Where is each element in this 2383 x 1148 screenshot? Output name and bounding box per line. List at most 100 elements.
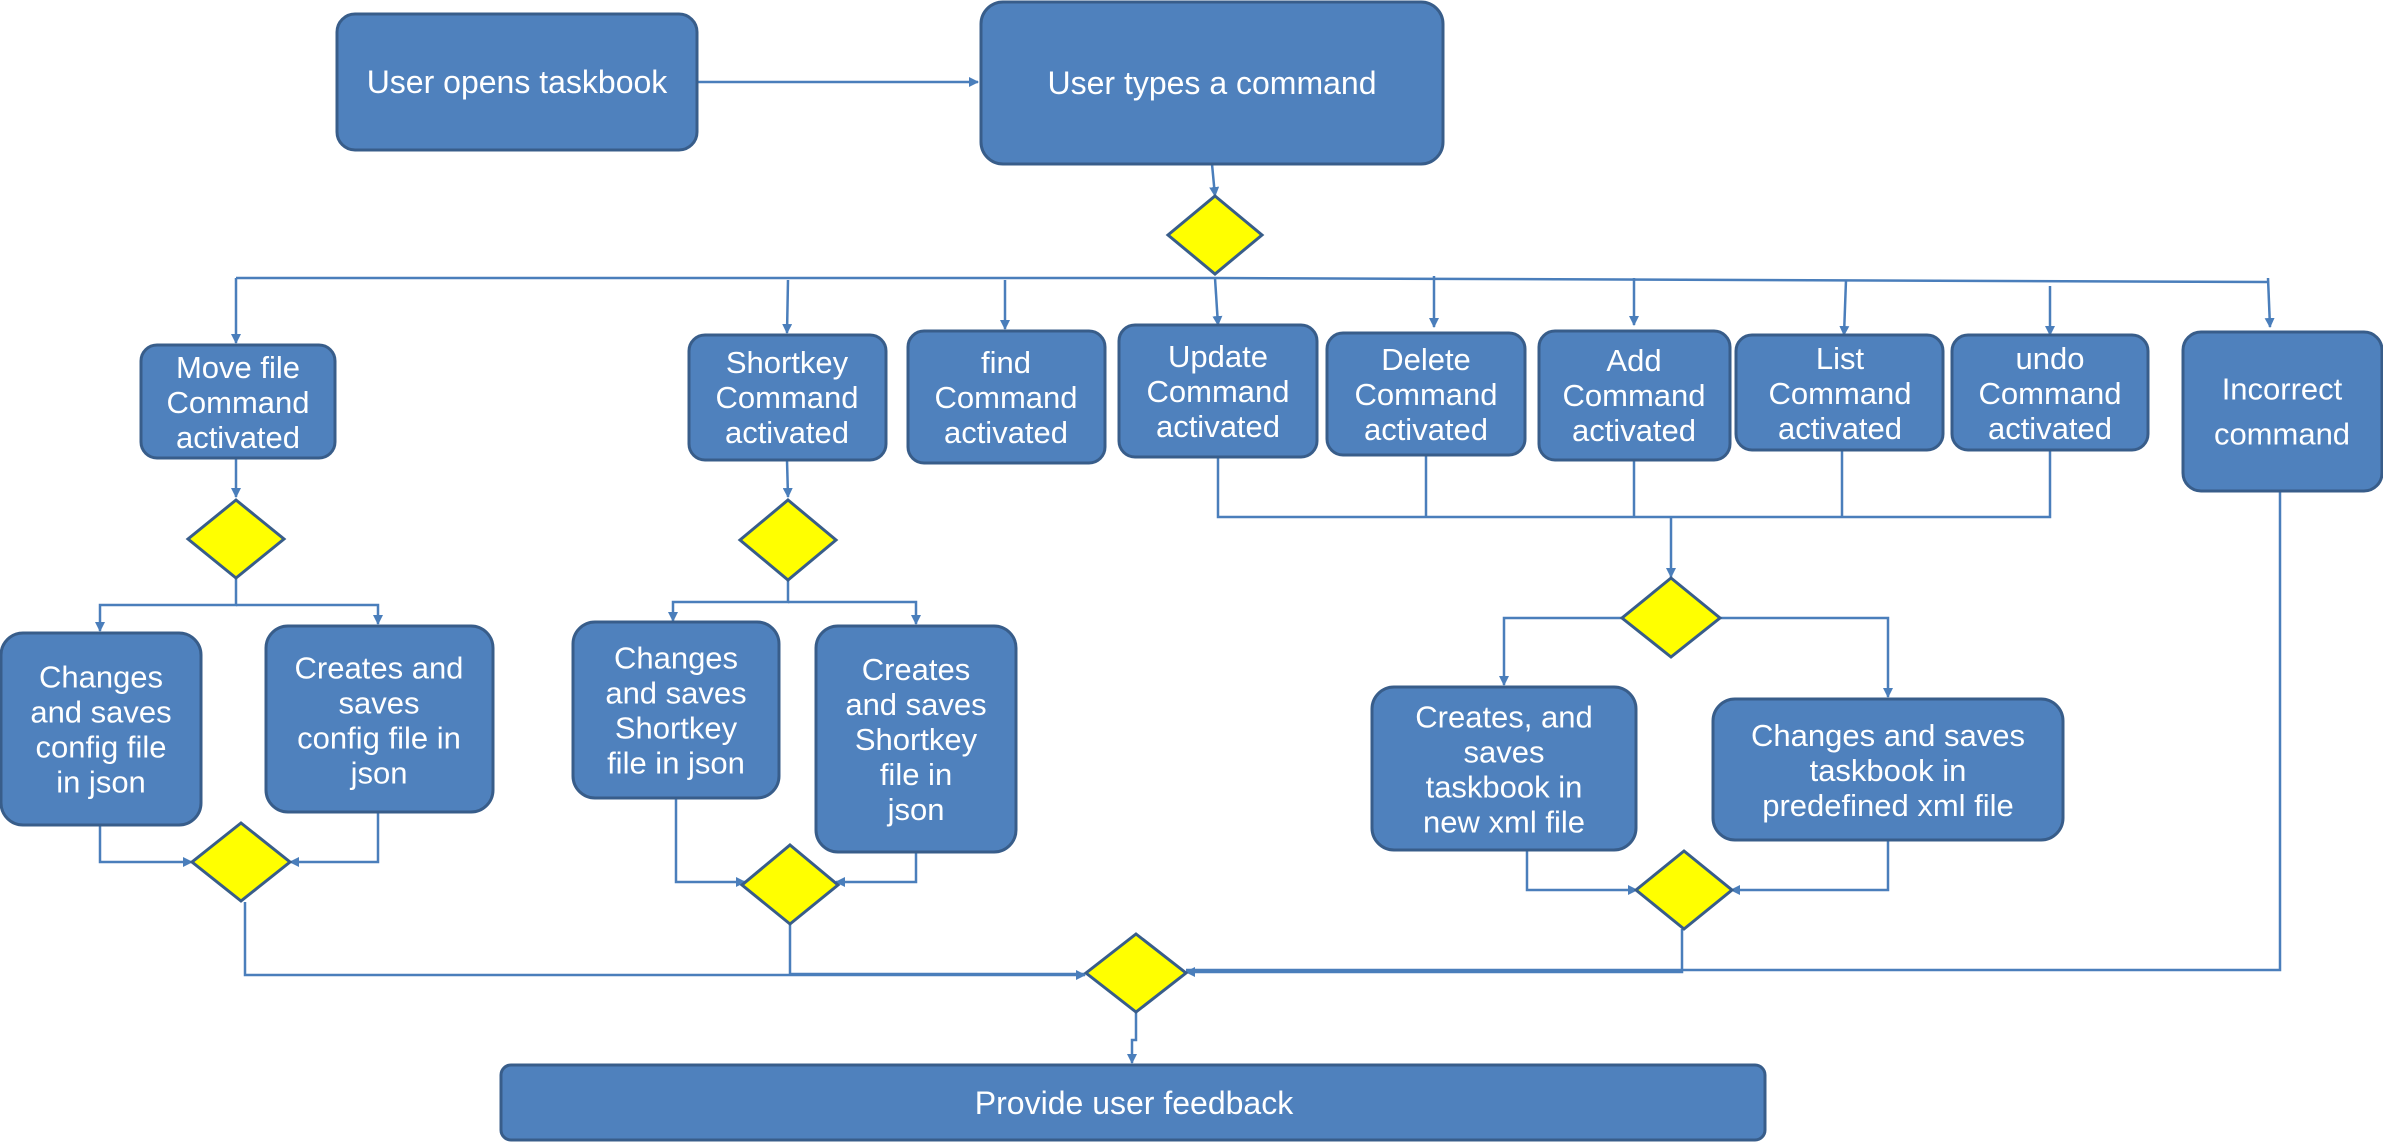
- decision-final: [1083, 932, 1189, 1014]
- label-line: Command: [1979, 376, 2122, 411]
- label-line: Command: [716, 380, 859, 415]
- node-open-label: User opens taskbook: [367, 64, 669, 100]
- label-line: activated: [176, 420, 300, 455]
- decision-shortkey: [737, 498, 839, 582]
- edge-shortkey-to-final: [788, 924, 1085, 976]
- label-line: in json: [56, 764, 146, 799]
- edge-final-to-feedback: [1127, 1012, 1138, 1064]
- decision-command: [1165, 194, 1265, 276]
- label-line: Shortkey: [615, 710, 738, 745]
- edge-changes-shortkey-merge: [674, 798, 746, 887]
- decision-xml-merge: [1633, 849, 1735, 931]
- label-line: new xml file: [1423, 804, 1585, 839]
- edge-xml-to-final: [1185, 929, 1684, 977]
- label-line: Delete: [1381, 342, 1471, 377]
- label-line: undo: [2016, 341, 2085, 376]
- label-line: Changes: [614, 640, 738, 675]
- label-line: activated: [1572, 413, 1696, 448]
- edge-to-list: [1839, 279, 1850, 336]
- node-open: User opens taskbook: [335, 12, 699, 152]
- label-line: Creates, and: [1415, 699, 1593, 734]
- edge-to-update: [1212, 277, 1223, 326]
- label-line: activated: [1156, 409, 1280, 444]
- label-line: json: [887, 792, 945, 827]
- label-line: file in json: [607, 745, 745, 780]
- decision-shortkey-merge: [739, 843, 841, 926]
- edge-shortkey-to-decision: [782, 459, 793, 498]
- label-line: Shortkey: [855, 722, 978, 757]
- edge-type-to-decision: [1209, 163, 1220, 197]
- edge-changes-config-merge: [98, 825, 193, 867]
- decisions: [185, 194, 1735, 1014]
- label-line: Changes and saves: [1751, 718, 2025, 753]
- node-incorrect-label: Incorrect command: [2214, 371, 2350, 451]
- edge-config-to-final: [243, 902, 1086, 980]
- edge-to-incorrect: [2264, 277, 2275, 328]
- edge-xml-split: [1499, 616, 1622, 686]
- node-feedback: Provide user feedback: [499, 1063, 1767, 1142]
- label-line: Move file: [176, 350, 300, 385]
- label-line: Update: [1168, 339, 1268, 374]
- edge-creates-config-merge: [289, 812, 380, 867]
- label-line: file in: [880, 757, 952, 792]
- node-type-label: User types a command: [1047, 65, 1376, 101]
- label-line: activated: [1364, 412, 1488, 447]
- label-line: and saves: [605, 675, 746, 710]
- decision-move: [185, 498, 287, 580]
- node-feedback-label: Provide user feedback: [975, 1085, 1294, 1121]
- label-line: Creates: [862, 652, 971, 687]
- decision-move-merge: [189, 821, 293, 903]
- edge-shortkey-split-right: [788, 600, 921, 625]
- edge-shortkey-split: [668, 580, 790, 622]
- label-line: activated: [944, 415, 1068, 450]
- label-line: Command: [935, 380, 1078, 415]
- label-line: and saves: [845, 687, 986, 722]
- label-line: activated: [725, 415, 849, 450]
- label-line: activated: [1778, 411, 1902, 446]
- label-line: command: [2214, 416, 2350, 451]
- label-line: Command: [167, 385, 310, 420]
- label-line: and saves: [30, 694, 171, 729]
- label-line: Incorrect: [2222, 371, 2343, 406]
- label-line: Command: [1147, 374, 1290, 409]
- label-line: taskbook in: [1810, 753, 1967, 788]
- edge-incorrect-to-final: [1186, 491, 2282, 972]
- label-line: json: [350, 755, 408, 790]
- label-line: config file in: [297, 720, 461, 755]
- label-line: Shortkey: [726, 345, 849, 380]
- edge-move-split: [95, 578, 238, 632]
- connectors: [95, 77, 2282, 1064]
- edge-creates-shortkey-merge: [835, 852, 918, 887]
- label-line: Command: [1563, 378, 1706, 413]
- label-line: Command: [1769, 376, 1912, 411]
- label-line: find: [981, 345, 1031, 380]
- label-line: saves: [339, 685, 420, 720]
- label-line: List: [1816, 341, 1865, 376]
- node-incorrect: Incorrect command: [2181, 330, 2383, 493]
- label-line: taskbook in: [1426, 769, 1583, 804]
